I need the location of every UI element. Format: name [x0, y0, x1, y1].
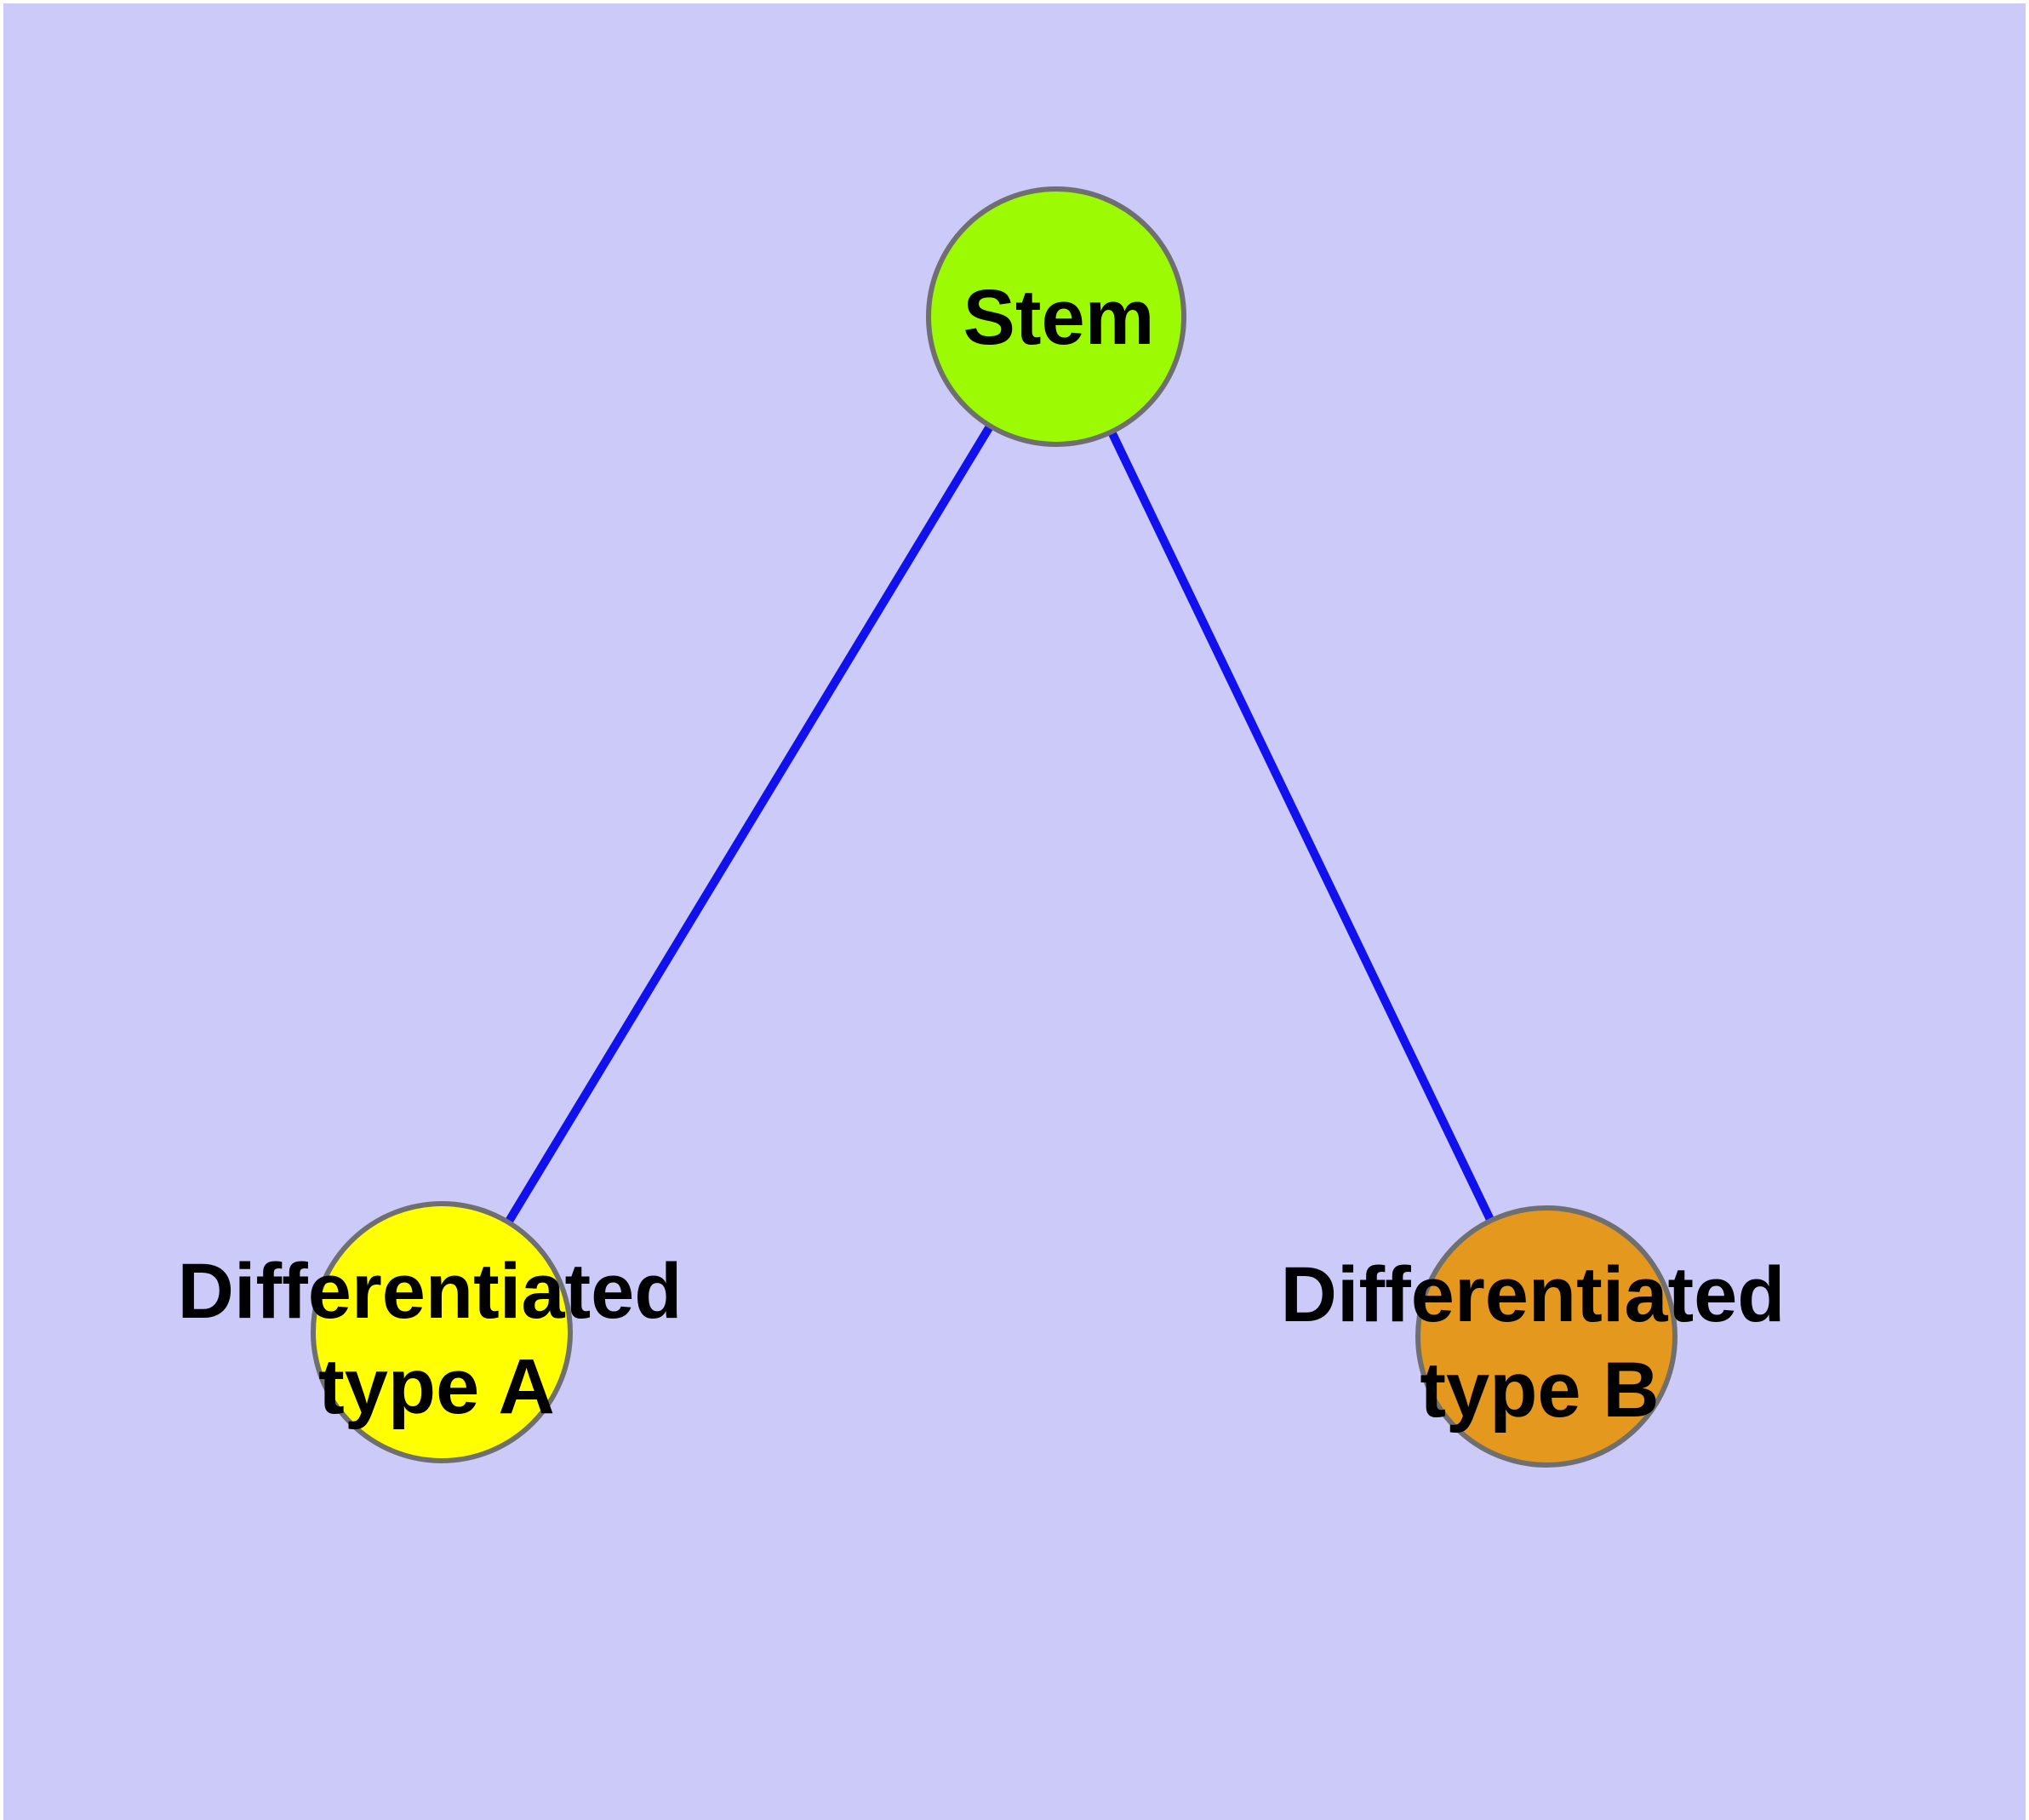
node-type-a-label-line2: type A: [318, 1343, 555, 1430]
edge-stem-to-type-a: [437, 314, 1060, 1335]
node-differentiated-type-b: [1415, 1205, 1677, 1468]
node-group: [311, 186, 1677, 1468]
node-type-b-label-line1: Differentiated: [1281, 1251, 1786, 1338]
node-stem: [926, 186, 1186, 447]
node-stem-label: Stem: [963, 274, 1155, 361]
edge-group: [437, 314, 1551, 1339]
node-type-b-label-line2: type B: [1420, 1347, 1659, 1434]
label-group: Stem Differentiated type A Differentiate…: [178, 274, 1786, 1434]
edge-stem-to-type-b: [1052, 314, 1551, 1339]
node-differentiated-type-a: [311, 1201, 573, 1463]
node-type-a-label-line1: Differentiated: [178, 1248, 683, 1335]
